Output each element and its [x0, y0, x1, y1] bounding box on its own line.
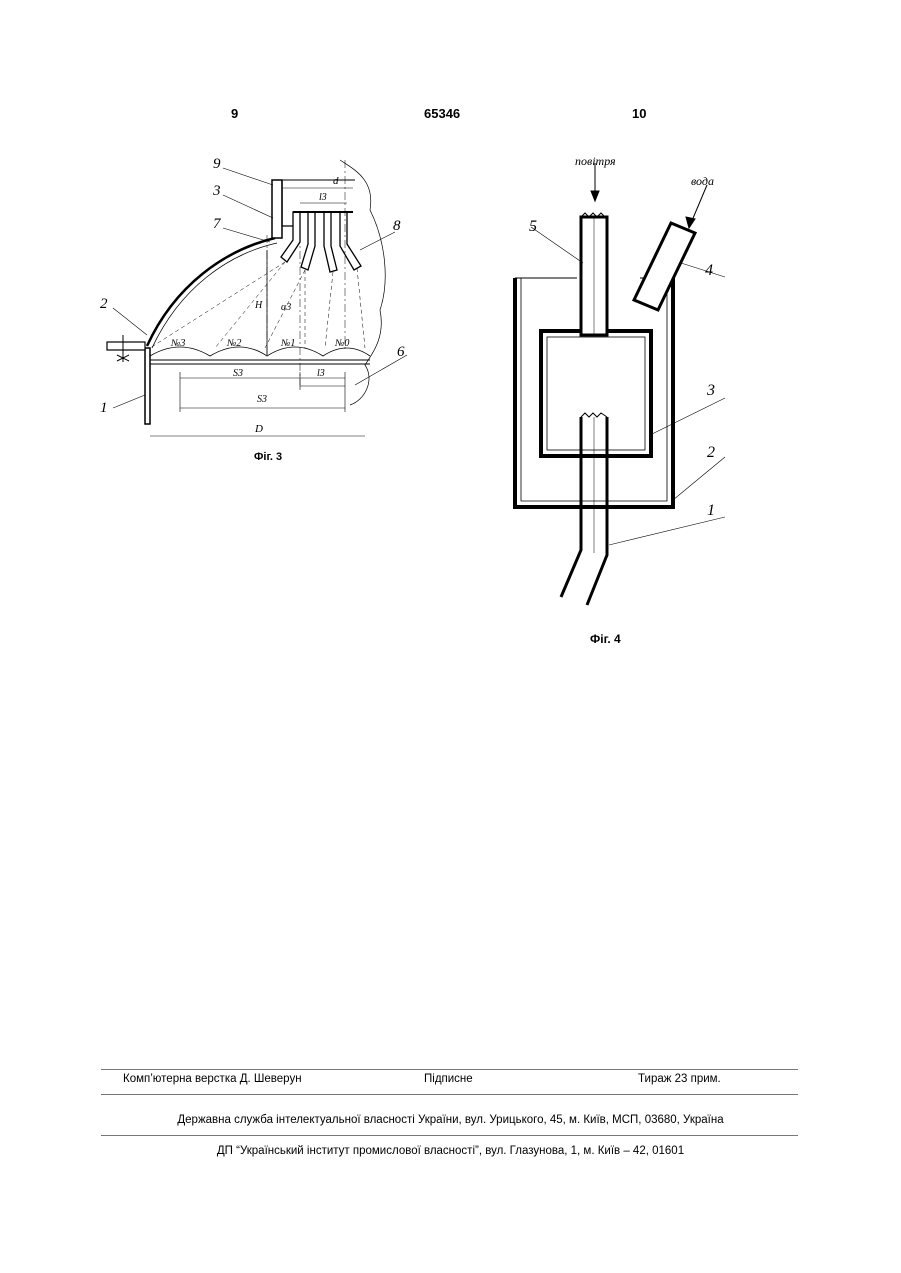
label-no1: №1 [280, 338, 295, 349]
footer-rule-middle [101, 1094, 798, 1095]
label-air: повітря [575, 154, 616, 168]
page-number-left: 9 [231, 106, 238, 121]
label-alpha3: α3 [281, 302, 291, 313]
figure-4-drawing: повітря вода 5 4 3 2 1 [495, 145, 745, 615]
label-d: d [333, 175, 339, 187]
footer-compiler: Комп’ютерна верстка Д. Шеверун [123, 1073, 302, 1085]
label-1: 1 [707, 502, 715, 519]
wall [145, 348, 150, 424]
dome-wall [147, 238, 275, 346]
label-S3-mid: S3 [233, 368, 243, 379]
footer-rule-top [101, 1069, 798, 1070]
patent-number: 65346 [424, 106, 460, 121]
water-pipe [634, 223, 695, 310]
break-outline [340, 160, 385, 405]
label-S3-low: S3 [257, 394, 267, 405]
label-7: 7 [213, 216, 222, 232]
label-6: 6 [397, 344, 405, 360]
label-3: 3 [706, 382, 715, 399]
feed-pipe [272, 180, 282, 238]
inner-vessel [541, 331, 651, 456]
label-no0: №0 [334, 338, 349, 349]
label-D: D [254, 423, 263, 435]
label-2: 2 [100, 296, 108, 312]
footer-rule-bottom [101, 1135, 798, 1136]
footer-agency: Державна служба інтелектуальної власност… [0, 1114, 901, 1126]
figure-3-caption: Фіг. 3 [254, 451, 282, 463]
page-number-right: 10 [632, 106, 646, 121]
footer-print-run: Тираж 23 прим. [638, 1073, 721, 1085]
label-9: 9 [213, 156, 221, 172]
footer-institute: ДП “Український інститут промислової вла… [0, 1145, 901, 1157]
footer-signed: Підписне [424, 1073, 473, 1085]
label-water: вода [691, 174, 714, 188]
label-4: 4 [705, 262, 713, 279]
label-no3: №3 [170, 338, 185, 349]
figure-4-caption: Фіг. 4 [590, 632, 621, 646]
label-H: H [254, 300, 263, 311]
label-l3-mid: l3 [317, 368, 325, 379]
figure-3-drawing: 9 3 7 8 2 6 1 d l3 H α3 №3 №2 №1 №0 S3 l… [95, 150, 415, 450]
label-5: 5 [529, 218, 537, 235]
nozzles [281, 212, 361, 272]
label-8: 8 [393, 218, 401, 234]
label-3: 3 [212, 183, 221, 199]
label-l3-top: l3 [319, 192, 327, 203]
label-2: 2 [707, 444, 715, 461]
label-no2: №2 [226, 338, 241, 349]
label-1: 1 [100, 400, 108, 416]
outlet-pipe [561, 417, 607, 605]
